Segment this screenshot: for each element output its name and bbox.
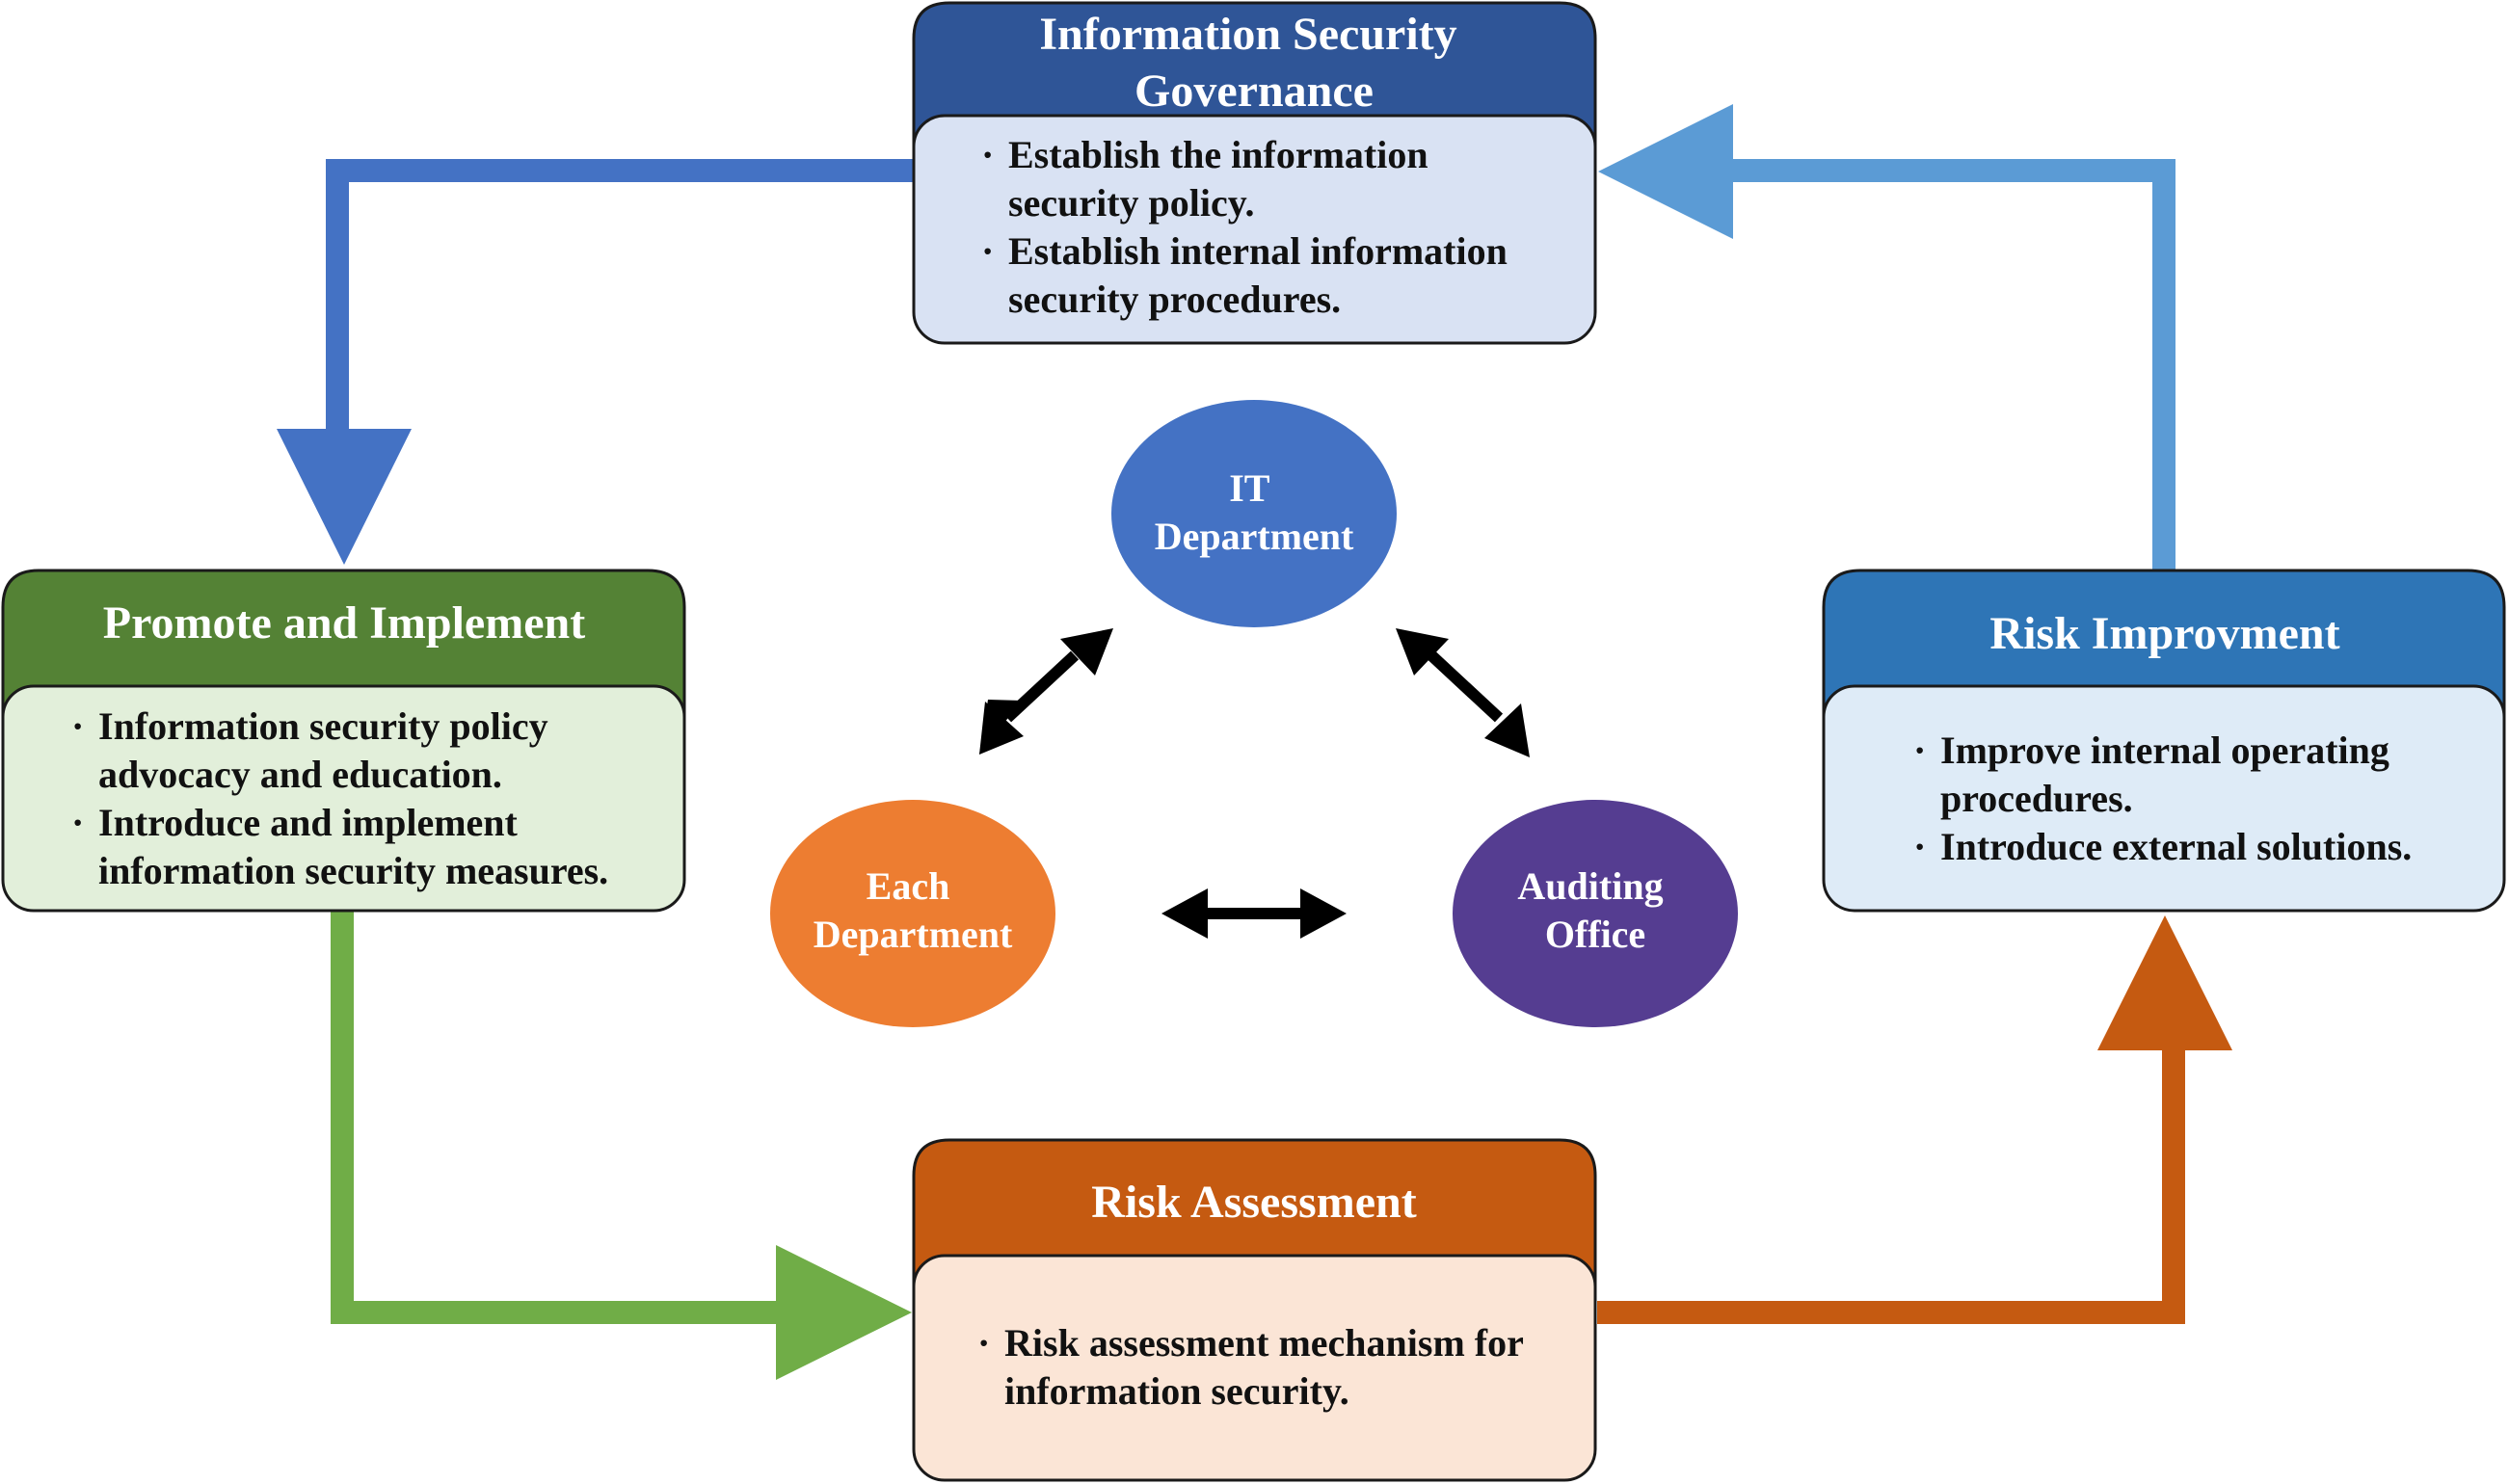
auditing-office-label: Auditing Office: [1517, 864, 1672, 956]
circle-it-department: IT Department: [1111, 400, 1397, 627]
bullet-dot: ·: [981, 229, 994, 273]
arrow-promote-to-assessment-head: [776, 1245, 912, 1380]
arrow-assessment-to-improvement-head: [2097, 915, 2232, 1050]
improvement-title-line: Risk Improvment: [1989, 608, 2339, 659]
bullet-text: Risk assessment mechanism for: [1004, 1321, 1524, 1365]
arrow-improvement-to-governance-head: [1598, 104, 1733, 239]
improvement-bullets: Improve internal operating procedures. I…: [1913, 729, 2412, 868]
each-department-label-line: Each: [867, 864, 950, 908]
bullet-dot: ·: [977, 1321, 990, 1365]
each-department-label: Each Department: [814, 864, 1013, 956]
promote-bullets: Information security policy advocacy and…: [71, 704, 608, 892]
governance-title-line: Governance: [1134, 66, 1374, 117]
bullet-text: security procedures.: [1008, 278, 1341, 321]
bullet-text: Improve internal operating: [1940, 729, 2389, 772]
double-arrow-it-each-tail: [979, 702, 1024, 755]
it-department-label-line: Department: [1155, 515, 1354, 558]
bullet-text: procedures.: [1940, 777, 2133, 820]
assessment-bullets: Risk assessment mechanism for informatio…: [977, 1321, 1524, 1413]
arrow-improvement-to-governance-line: [1725, 159, 2175, 570]
arrow-assessment-to-improvement: [1597, 915, 2232, 1324]
box-promote-and-implement: Promote and Implement Information securi…: [1, 569, 686, 913]
double-arrow-it-auditing: [1396, 628, 1530, 757]
bullet-dot: ·: [1913, 729, 1926, 772]
auditing-office-label-line: Office: [1545, 913, 1645, 956]
governance-body: [912, 114, 1597, 345]
governance-title-line: Information Security: [1039, 9, 1456, 60]
arrow-assessment-to-improvement-line: [1597, 1036, 2185, 1324]
bullet-text: Information security policy: [98, 704, 548, 748]
bullet-text: Introduce external solutions.: [1940, 825, 2412, 868]
bullet-text: security policy.: [1008, 181, 1255, 225]
arrow-improvement-to-governance: [1598, 104, 2175, 570]
box-risk-improvment: Risk Improvment Improve internal operati…: [1822, 569, 2506, 913]
bullet-text: information security.: [1004, 1369, 1349, 1413]
bullet-dot: ·: [1913, 825, 1926, 868]
assessment-body: [912, 1254, 1597, 1482]
each-department-circle: [770, 800, 1055, 1027]
bullet-text: information security measures.: [98, 849, 608, 892]
auditing-office-circle: [1453, 800, 1738, 1027]
bullet-text: advocacy and education.: [98, 753, 502, 796]
assessment-title: Risk Assessment: [1091, 1177, 1416, 1228]
it-department-label: IT Department: [1155, 466, 1354, 558]
assessment-title-line: Risk Assessment: [1091, 1177, 1416, 1228]
double-arrow-it-auditing-head: [1396, 628, 1449, 676]
arrow-promote-to-assessment-line: [331, 911, 790, 1324]
double-arrow-it-each-shaft: [1002, 650, 1080, 723]
double-arrow-it-auditing-tail: [1484, 703, 1530, 757]
bullet-dot: ·: [71, 704, 84, 748]
it-department-label-line: IT: [1229, 466, 1270, 510]
double-arrow-each-auditing-left-head: [1161, 888, 1208, 939]
it-department-circle: [1111, 400, 1397, 627]
promote-title: Promote and Implement: [103, 597, 585, 649]
governance-title: Information Security Governance: [1039, 9, 1468, 117]
bullet-text: Establish the information: [1008, 133, 1428, 176]
arrow-promote-to-assessment: [331, 911, 912, 1380]
circle-auditing-office: Auditing Office: [1453, 800, 1738, 1027]
box-information-security-governance: Information Security Governance Establis…: [912, 1, 1597, 345]
bullet-dot: ·: [71, 801, 84, 844]
arrow-governance-to-promote: [277, 159, 914, 565]
arrow-governance-to-promote-head: [277, 429, 412, 565]
improvement-title: Risk Improvment: [1989, 608, 2339, 659]
double-arrow-each-auditing-right-head: [1300, 888, 1347, 939]
double-arrow-each-auditing: [1161, 888, 1347, 939]
box-risk-assessment: Risk Assessment Risk assessment mechanis…: [912, 1138, 1597, 1482]
improvement-body: [1822, 684, 2506, 913]
arrow-governance-to-promote-line: [326, 159, 914, 443]
bullet-text: Establish internal information: [1008, 229, 1508, 273]
bullet-text: Introduce and implement: [98, 801, 519, 844]
double-arrow-it-each-head: [1060, 628, 1113, 676]
promote-title-line: Promote and Implement: [103, 597, 585, 649]
double-arrow-it-auditing-shaft: [1427, 650, 1504, 723]
promote-body: [1, 684, 686, 913]
each-department-label-line: Department: [814, 913, 1013, 956]
governance-bullets: Establish the information security polic…: [981, 133, 1508, 321]
circle-each-department: Each Department: [770, 800, 1055, 1027]
double-arrow-it-each: [979, 628, 1113, 755]
auditing-office-label-line: Auditing: [1517, 864, 1663, 908]
bullet-dot: ·: [981, 133, 994, 176]
